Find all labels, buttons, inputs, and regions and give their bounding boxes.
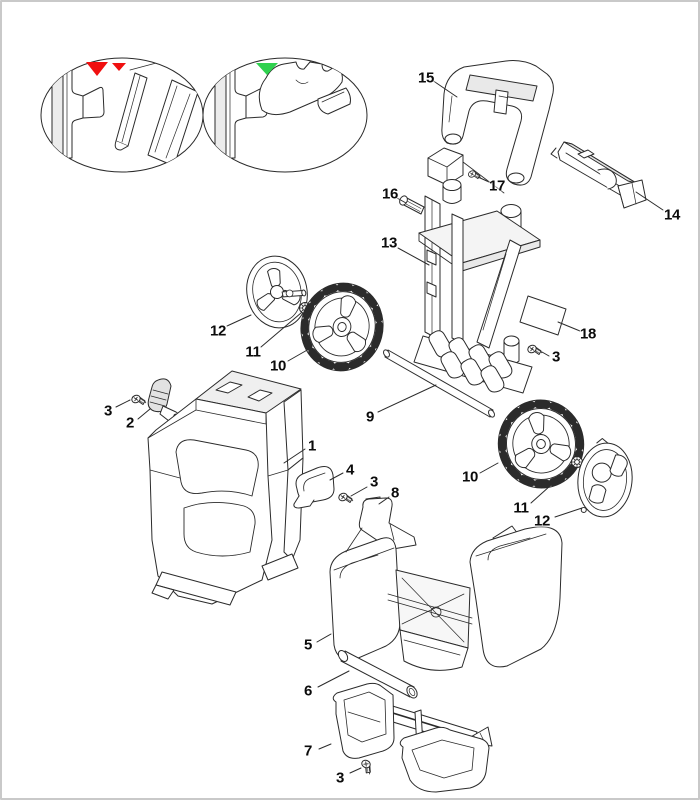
callout-6[interactable]: 6	[303, 682, 313, 700]
callout-7[interactable]: 7	[303, 742, 313, 760]
part-6-tube	[337, 649, 418, 699]
part-3-screw-left	[130, 393, 147, 405]
callout-2[interactable]: 2	[125, 414, 135, 432]
part-4-bracket	[293, 466, 335, 509]
callout-15[interactable]: 15	[417, 69, 435, 87]
part-3-screw-right	[526, 343, 543, 355]
callout-4[interactable]: 4	[345, 461, 355, 479]
callout-11-left[interactable]: 11	[245, 343, 261, 361]
callout-13[interactable]: 13	[380, 234, 398, 252]
part-1-body-frame	[147, 370, 304, 606]
part-5-lower-housing	[329, 497, 563, 671]
part-3-screw-bottom	[357, 756, 377, 776]
red-arrow-icon	[86, 62, 108, 76]
callout-5[interactable]: 5	[303, 636, 313, 654]
callout-14[interactable]: 14	[663, 206, 681, 224]
part-12-hubcap-right	[577, 437, 633, 518]
callout-8[interactable]: 8	[390, 484, 400, 502]
detail-view-right	[202, 57, 368, 173]
part-12-hubcap-left	[246, 255, 308, 329]
part-3-screw-mid	[337, 491, 354, 503]
part-14-latch-rail	[550, 141, 647, 209]
callout-1[interactable]: 1	[307, 437, 317, 455]
callout-3-right[interactable]: 3	[551, 348, 561, 366]
callout-18[interactable]: 18	[579, 325, 597, 343]
callout-12-right[interactable]: 12	[533, 512, 551, 530]
callout-11-right[interactable]: 11	[513, 499, 529, 517]
part-9-axle	[383, 349, 495, 418]
part-16-bolt	[399, 195, 425, 215]
callout-12-left[interactable]: 12	[209, 322, 227, 340]
part-18-label-plate	[519, 295, 567, 336]
callout-16[interactable]: 16	[381, 185, 399, 203]
callout-3-mid[interactable]: 3	[369, 473, 379, 491]
callout-9[interactable]: 9	[365, 408, 375, 426]
callout-17[interactable]: 17	[488, 177, 506, 195]
callout-3-bottom[interactable]: 3	[335, 769, 345, 787]
detail-view-left	[40, 57, 204, 173]
red-arrow-fragment-icon	[112, 63, 126, 71]
part-13-frame	[413, 147, 541, 394]
green-arrow-icon	[256, 63, 278, 75]
part-10-wheel-right	[491, 393, 590, 494]
callout-10-left[interactable]: 10	[269, 357, 287, 375]
part-7-base	[332, 682, 493, 793]
part-15-handle	[441, 60, 554, 186]
leader-lines	[115, 79, 664, 774]
callout-3-left[interactable]: 3	[103, 402, 113, 420]
callout-10-right[interactable]: 10	[461, 468, 479, 486]
